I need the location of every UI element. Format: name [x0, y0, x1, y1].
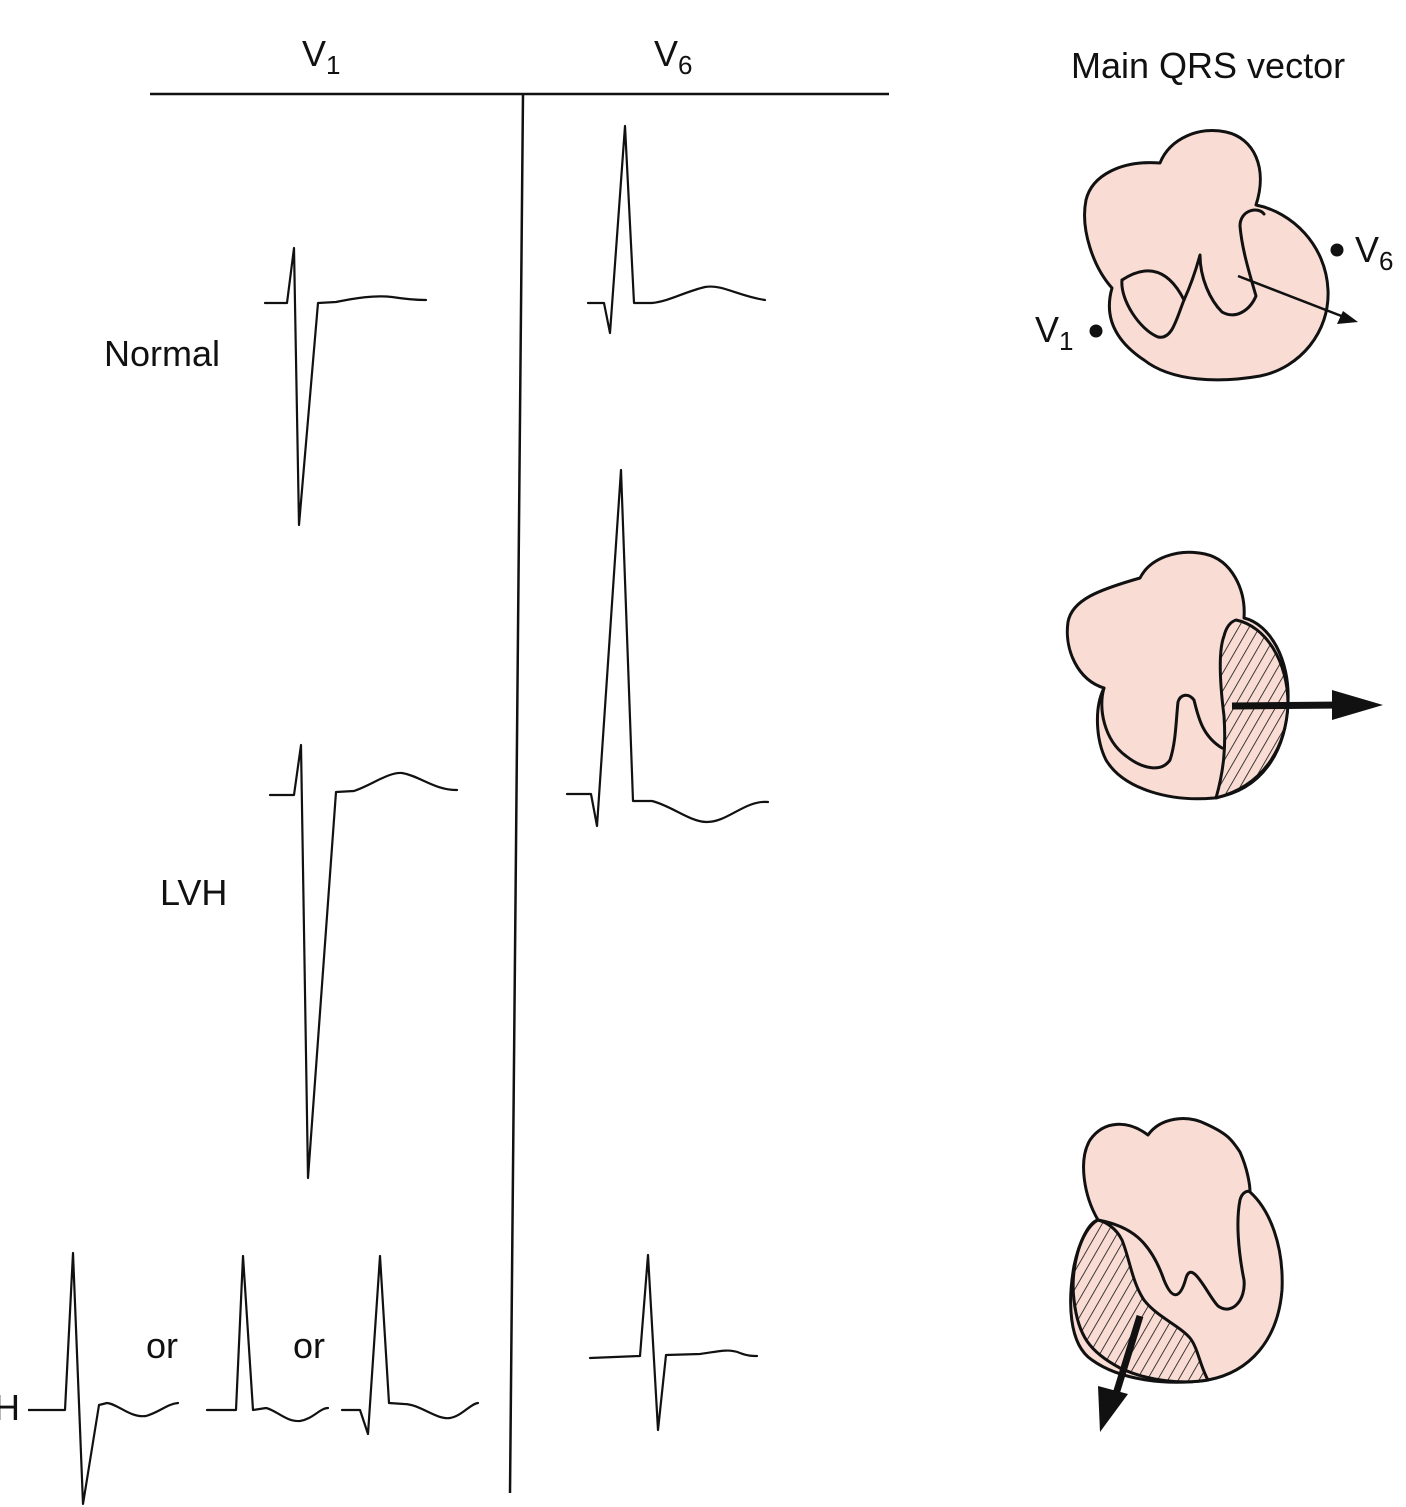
lvh-qrs-vector-arrowhead	[1332, 690, 1383, 720]
vector-column-header: Main QRS vector	[1071, 45, 1345, 86]
rvh-v1-waveform-2	[205, 1254, 330, 1423]
rvh-heart-septum	[1096, 1189, 1252, 1311]
lvh-v6-waveform	[565, 468, 770, 828]
alternative-or-1: or	[146, 1325, 178, 1366]
rvh-qrs-vector-arrow	[1112, 1314, 1144, 1396]
lvh-qrs-vector-arrow	[1231, 701, 1343, 710]
rvh-v1-waveform-1	[46, 1251, 180, 1506]
lvh-heart-septum	[1100, 686, 1224, 770]
normal-heart-septum	[1120, 208, 1266, 339]
normal-v6-waveform	[586, 124, 767, 335]
v6-electrode-subscript: 6	[1379, 246, 1393, 276]
normal-qrs-vector-arrowhead	[1337, 311, 1358, 324]
normal-heart-chamber-edge	[1120, 269, 1186, 302]
normal-qrs-vector-arrow	[1237, 274, 1345, 319]
rvh-v6-waveform	[588, 1253, 759, 1432]
v1-electrode-subscript: 1	[1059, 326, 1073, 356]
rvh-v1-waveform-3	[340, 1254, 480, 1436]
v6-header-subscript: 6	[678, 50, 692, 80]
v6-column-header: V 6	[654, 33, 692, 80]
v6-electrode-letter: V	[1355, 229, 1379, 270]
v1-electrode-dot	[1089, 324, 1103, 338]
rvh-hatched-right-ventricle	[1071, 1218, 1210, 1384]
column-divider	[508, 93, 525, 1494]
v1-electrode-letter: V	[1035, 309, 1059, 350]
row-label-lvh: LVH	[160, 872, 227, 913]
v6-electrode-dot	[1330, 243, 1344, 257]
row-label-rvh: H	[0, 1387, 20, 1428]
lvh-v1-waveform	[268, 743, 459, 1180]
normal-heart-outline	[1083, 129, 1330, 382]
lvh-heart-diagram	[1065, 550, 1383, 801]
v1-column-header: V 1	[302, 33, 340, 80]
rvh-heart-diagram	[1069, 1117, 1284, 1432]
alternative-or-2: or	[293, 1325, 325, 1366]
rvh-qrs-vector-arrowhead	[1098, 1386, 1128, 1432]
v6-header-letter: V	[654, 33, 678, 74]
v1-header-subscript: 1	[326, 50, 340, 80]
row-label-normal: Normal	[104, 333, 220, 374]
normal-heart-diagram: V 1 V 6	[1035, 129, 1393, 382]
normal-v1-waveform	[263, 246, 428, 527]
v1-header-letter: V	[302, 33, 326, 74]
